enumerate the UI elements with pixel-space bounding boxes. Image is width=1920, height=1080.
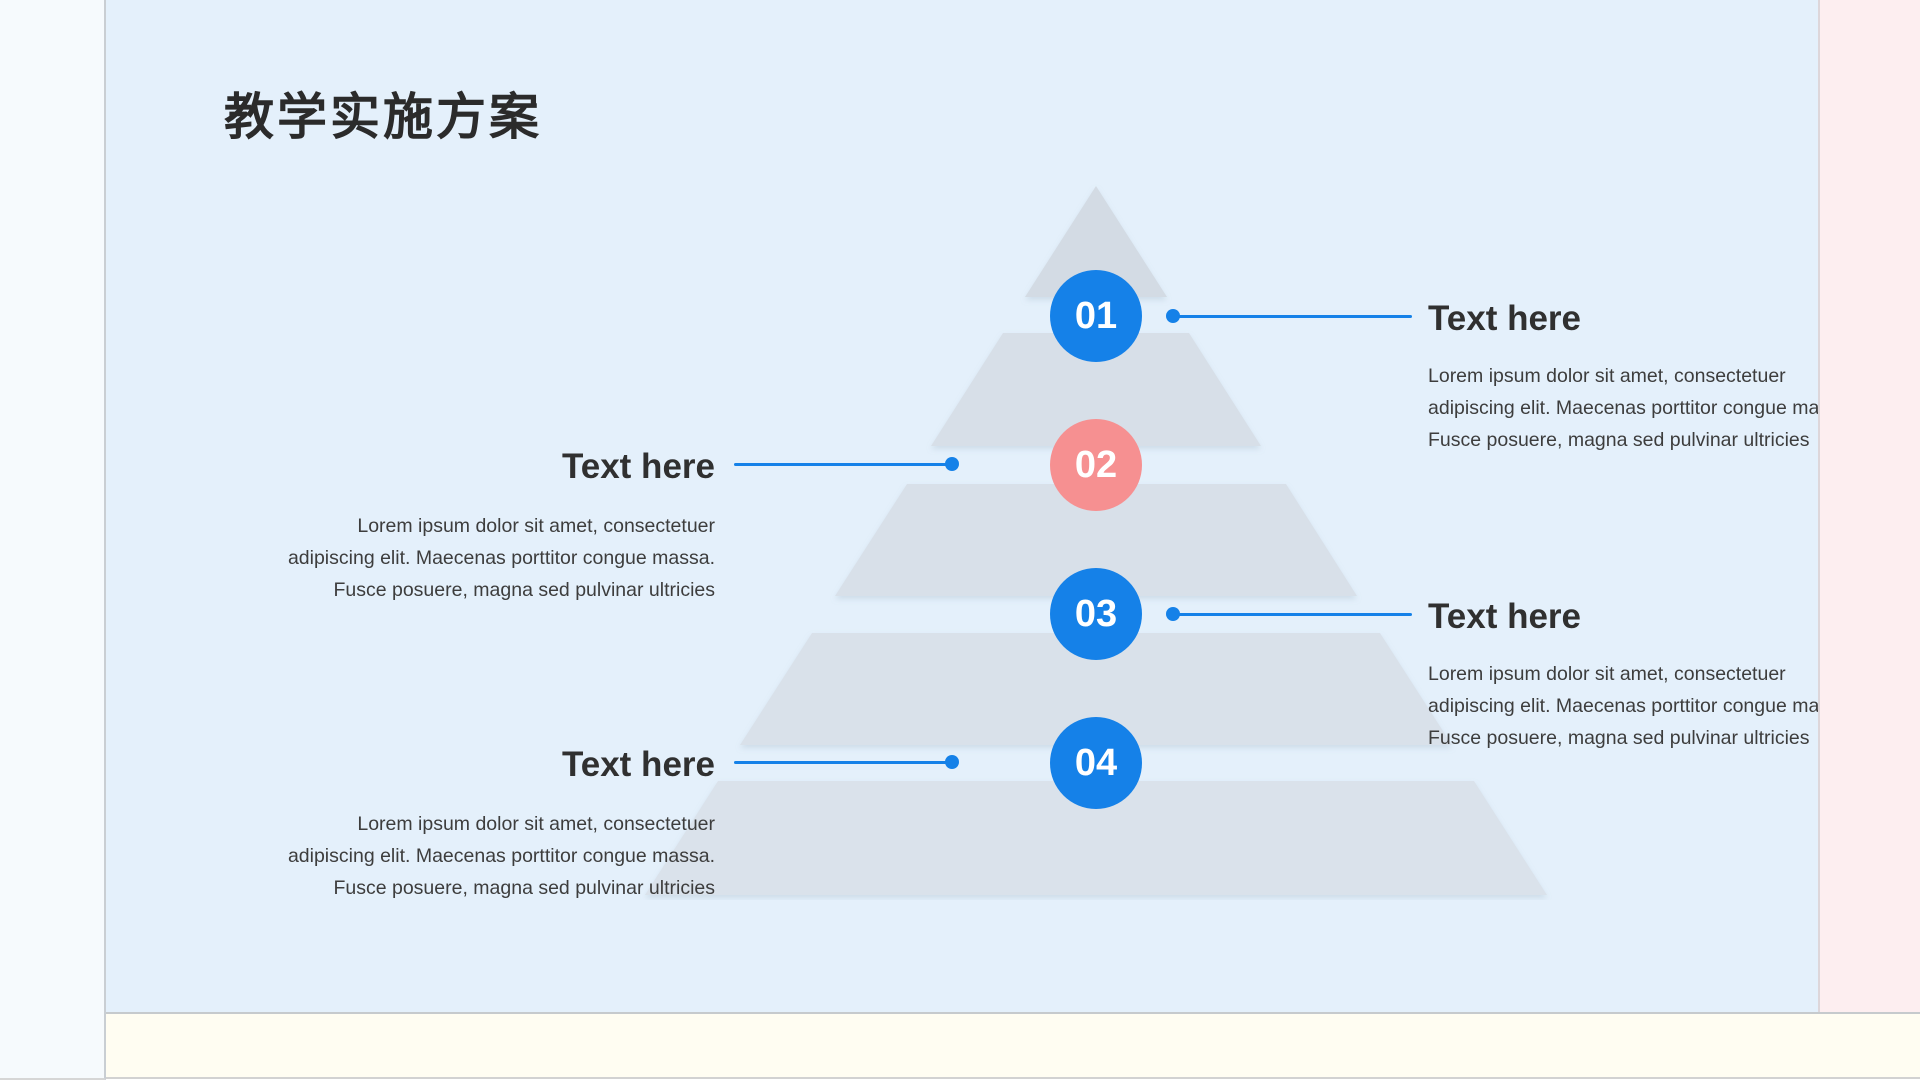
leader-line-01: [1166, 309, 1412, 323]
pyramid-layer-3: [835, 484, 1357, 596]
leader-line-03: [1166, 607, 1412, 621]
slide-title: 教学实施方案: [224, 89, 542, 145]
level-04-body: Lorem ipsum dolor sit amet, consectetuer…: [287, 813, 715, 899]
level-02-body: Lorem ipsum dolor sit amet, consectetuer…: [287, 515, 715, 601]
slide-body: 教学实施方案: [106, 0, 1855, 1012]
level-01-heading: Text here: [1428, 299, 1582, 338]
slide-bottom-divider: [106, 1012, 1920, 1014]
pyramid-layer-2: [931, 333, 1261, 446]
step-circle-04: 04: [1050, 717, 1142, 809]
step-circle-01: 01: [1050, 270, 1142, 362]
pyramid-diagram: [645, 186, 1547, 895]
footer-strip: 16: [106, 1014, 1920, 1079]
level-03-body: Lorem ipsum dolor sit amet, consectetuer…: [1428, 663, 1856, 749]
pyramid-layer-1: [1025, 186, 1167, 297]
leader-line-02: [734, 457, 959, 471]
level-03-heading: Text here: [1428, 597, 1582, 636]
pyramid-layer-4: [740, 633, 1452, 745]
step-circle-03: 03: [1050, 568, 1142, 660]
connector-dot-01: [1166, 309, 1180, 323]
left-margin-strip: [0, 0, 106, 1080]
connector-dot-02: [945, 457, 959, 471]
pyramid-layer-5: [645, 781, 1547, 895]
connector-dot-04: [945, 755, 959, 769]
step-circle-02: 02: [1050, 419, 1142, 511]
level-01-body: Lorem ipsum dolor sit amet, consectetuer…: [1428, 365, 1856, 451]
connector-dot-03: [1166, 607, 1180, 621]
level-04-heading: Text here: [561, 745, 715, 784]
level-02-heading: Text here: [561, 447, 715, 486]
leader-line-04: [734, 755, 959, 769]
right-margin-strip: [1818, 0, 1920, 1012]
